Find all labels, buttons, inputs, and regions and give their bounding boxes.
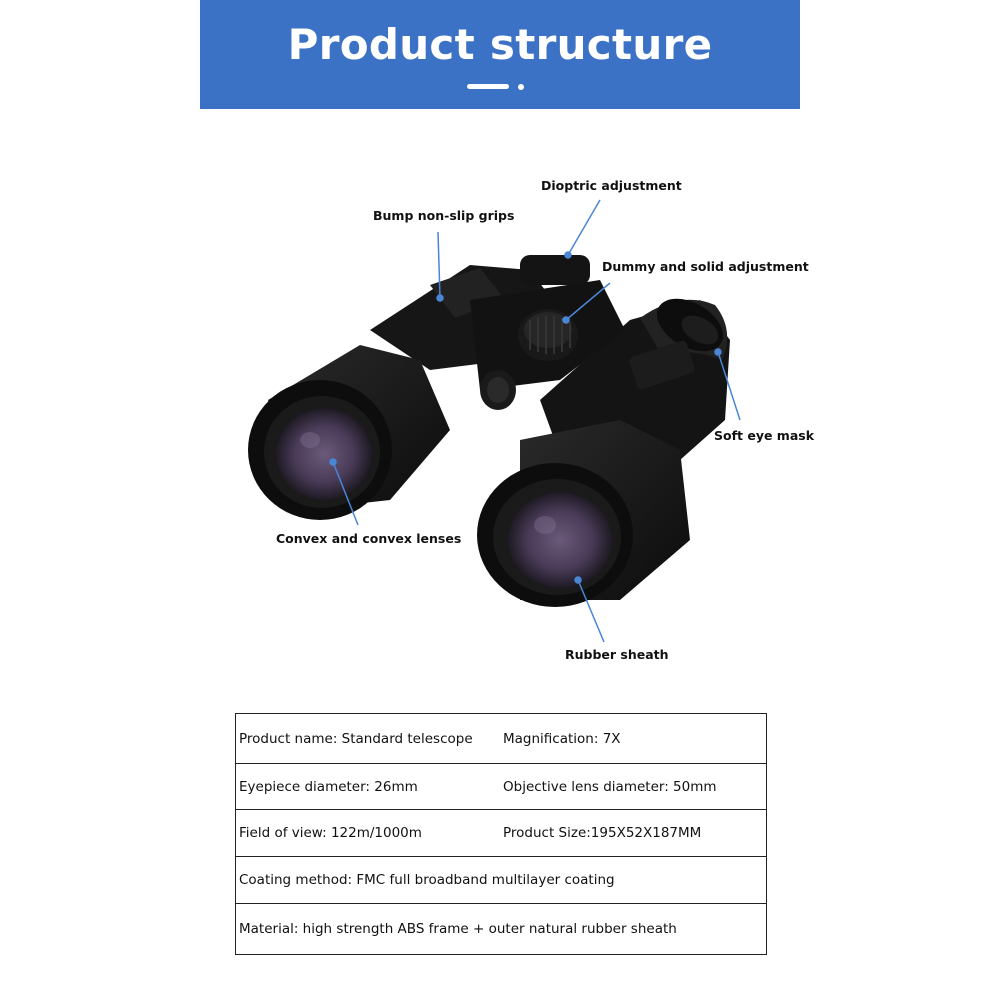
eyepiece-diameter-text: Eyepiece diameter: 26mm xyxy=(239,778,418,795)
title-underline-dash xyxy=(467,84,509,89)
page-title: Product structure xyxy=(287,20,713,69)
callout-dioptric-adjustment: Dioptric adjustment xyxy=(541,178,682,193)
specs-table: Product name: Standard telescope Magnifi… xyxy=(235,713,767,955)
spec-row: Product name: Standard telescope Magnifi… xyxy=(235,713,767,764)
left-objective xyxy=(248,345,450,520)
callout-dummy-solid-adjustment: Dummy and solid adjustment xyxy=(602,259,809,274)
title-underline-dot xyxy=(518,84,524,90)
callout-soft-eye-mask: Soft eye mask xyxy=(714,428,815,443)
spec-cell: Coating method: FMC full broadband multi… xyxy=(235,856,767,904)
left-body xyxy=(370,265,560,370)
material-text: Material: high strength ABS frame + oute… xyxy=(239,921,677,937)
spec-cell: Field of view: 122m/1000m Product Size:1… xyxy=(235,809,767,857)
header-banner: Product structure xyxy=(200,0,800,109)
coating-method-text: Coating method: FMC full broadband multi… xyxy=(239,872,615,888)
right-body xyxy=(540,298,730,460)
spec-row: Coating method: FMC full broadband multi… xyxy=(235,856,767,904)
bridge xyxy=(470,255,625,410)
callout-rubber-sheath: Rubber sheath xyxy=(565,647,669,662)
objective-diameter-text: Objective lens diameter: 50mm xyxy=(503,778,717,795)
spec-row: Material: high strength ABS frame + oute… xyxy=(235,903,767,955)
spec-row: Eyepiece diameter: 26mm Objective lens d… xyxy=(235,763,767,810)
callout-convex-lenses: Convex and convex lenses xyxy=(276,531,462,546)
product-name-text: Product name: Standard telescope xyxy=(239,730,473,747)
spec-cell: Product name: Standard telescope Magnifi… xyxy=(235,713,767,764)
field-of-view-text: Field of view: 122m/1000m xyxy=(239,825,422,841)
magnification-text: Magnification: 7X xyxy=(503,730,621,747)
spec-cell: Eyepiece diameter: 26mm Objective lens d… xyxy=(235,763,767,810)
product-size-text: Product Size:195X52X187MM xyxy=(503,825,702,841)
spec-row: Field of view: 122m/1000m Product Size:1… xyxy=(235,809,767,857)
right-objective xyxy=(477,420,690,607)
callout-bump-grips: Bump non-slip grips xyxy=(373,208,515,223)
spec-cell: Material: high strength ABS frame + oute… xyxy=(235,903,767,955)
